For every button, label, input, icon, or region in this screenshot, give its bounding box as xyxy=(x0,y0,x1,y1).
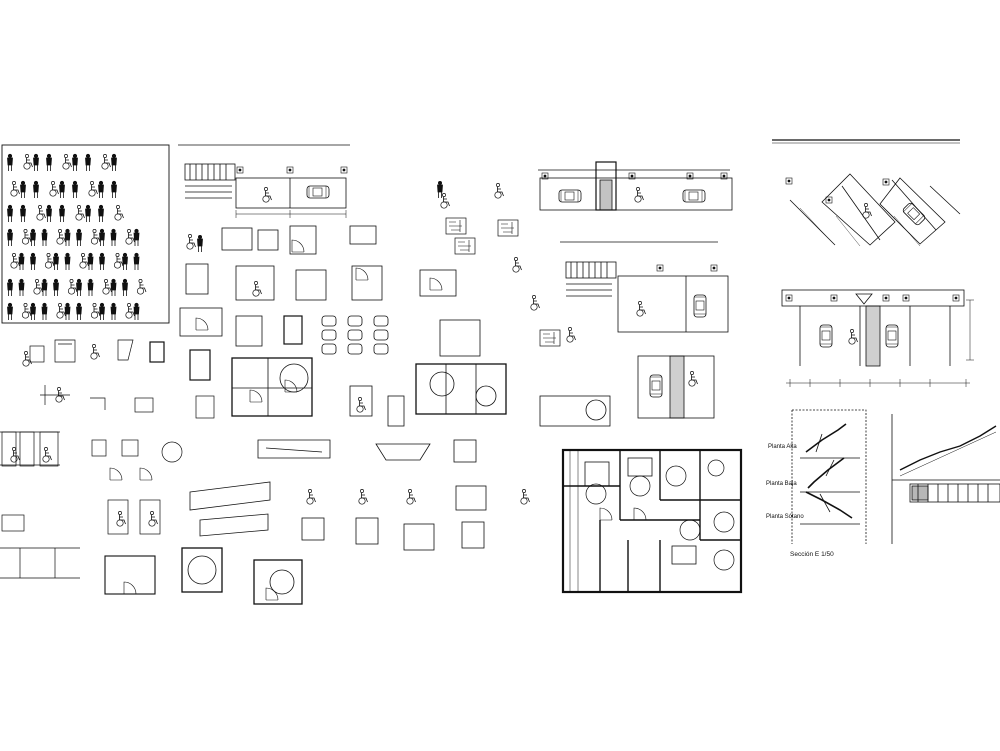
catalogue-figure xyxy=(21,228,32,245)
catalogue-figure xyxy=(87,278,94,297)
catalogue-figure xyxy=(67,278,78,295)
catalogue-figure xyxy=(98,180,104,199)
catalogue-figure xyxy=(7,153,13,172)
catalogue-figure xyxy=(125,302,135,319)
catalogue-figure xyxy=(64,302,71,321)
catalogue-figure xyxy=(113,252,124,269)
catalogue-figure xyxy=(99,228,105,247)
catalogue-figure xyxy=(20,204,26,223)
catalogue-figure xyxy=(64,252,71,271)
catalogue-figure xyxy=(76,228,82,247)
catalogue-figure xyxy=(85,153,91,172)
catalogue-figure xyxy=(18,278,25,297)
catalogue-figure xyxy=(41,228,48,247)
catalogue-figure xyxy=(53,278,59,297)
catalogue-figure xyxy=(75,204,85,221)
catalogue-figure xyxy=(59,204,65,223)
parking-section xyxy=(781,289,974,387)
catalogue-figure xyxy=(136,278,147,295)
catalogue-figure xyxy=(20,180,26,199)
chair-symbol xyxy=(321,343,337,355)
catalogue-figure xyxy=(33,278,43,295)
level-label-upper: Planta Alta xyxy=(768,444,797,450)
catalogue-figure xyxy=(88,180,98,197)
catalogue-figure xyxy=(7,204,13,223)
catalogue-figure xyxy=(49,180,59,197)
catalogue-figure xyxy=(110,228,117,247)
catalogue-figure xyxy=(133,228,140,247)
catalogue-figure xyxy=(85,204,91,223)
catalogue-figure xyxy=(18,252,25,271)
level-label-mid: Planta Baja xyxy=(766,481,797,487)
catalogue-figure xyxy=(114,204,124,221)
catalogue-figure xyxy=(79,252,89,269)
catalogue-figure xyxy=(33,153,39,172)
catalogue-figure xyxy=(30,228,36,247)
catalogue-figure xyxy=(111,153,117,172)
catalogue-figure xyxy=(7,278,13,297)
catalogue-figure xyxy=(33,180,39,199)
catalogue-figure xyxy=(64,228,71,247)
catalogue-figure xyxy=(76,302,82,321)
catalogue-figure xyxy=(87,252,94,271)
catalogue-figure xyxy=(21,302,32,319)
chair-symbol xyxy=(321,315,337,327)
catalogue-figure xyxy=(46,204,52,223)
catalogue-figure xyxy=(7,228,13,247)
stair-section xyxy=(791,409,1000,544)
catalogue-figure xyxy=(122,278,128,297)
catalogue-figure xyxy=(133,252,140,271)
chair-symbol xyxy=(373,343,389,355)
catalogue-figure xyxy=(110,278,117,297)
chair-symbol xyxy=(373,315,389,327)
catalogue-figure xyxy=(101,153,111,170)
catalogue-figure xyxy=(122,252,128,271)
catalogue-figure xyxy=(72,180,78,199)
catalogue-figure xyxy=(53,252,59,271)
left-details xyxy=(0,339,215,595)
catalogue-figure xyxy=(125,228,135,245)
catalogue-figure xyxy=(41,278,48,297)
ramp-elevation xyxy=(178,144,350,218)
section-caption: Sección E 1/50 xyxy=(790,551,834,558)
catalogue-figure xyxy=(7,302,13,321)
figures-catalogue xyxy=(1,144,170,324)
chair-symbol xyxy=(321,329,337,341)
catalogue-figure xyxy=(99,302,105,321)
catalogue-figure xyxy=(72,153,78,172)
catalogue-figure xyxy=(102,278,112,295)
chair-symbol xyxy=(347,343,363,355)
catalogue-figure xyxy=(10,252,20,269)
catalogue-figure xyxy=(46,153,52,172)
catalogue-figure xyxy=(90,228,101,245)
catalogue-figure xyxy=(56,302,66,319)
catalogue-figure xyxy=(76,278,82,297)
catalogue-figure xyxy=(90,302,101,319)
chair-symbol xyxy=(347,329,363,341)
catalogue-figure xyxy=(99,252,105,271)
parking-plans xyxy=(530,161,733,427)
catalogue-figure xyxy=(36,204,46,221)
chair-symbol xyxy=(347,315,363,327)
catalogue-figure xyxy=(23,153,33,170)
catalogue-figure xyxy=(44,252,55,269)
catalogue-figure xyxy=(30,302,36,321)
level-label-lower: Planta Sótano xyxy=(766,514,804,520)
catalogue-figure xyxy=(62,153,72,170)
angled-parking xyxy=(772,139,961,247)
catalogue-figure xyxy=(111,180,117,199)
catalogue-figure xyxy=(56,228,66,245)
floor-plan xyxy=(561,448,743,594)
catalogue-figure xyxy=(59,180,65,199)
chair-symbol xyxy=(373,329,389,341)
catalogue-figure xyxy=(10,180,20,197)
catalogue-figure xyxy=(110,302,117,321)
catalogue-figure xyxy=(133,302,140,321)
catalogue-figure xyxy=(98,204,104,223)
wc-plans-grid xyxy=(179,180,530,605)
catalogue-figure xyxy=(30,252,36,271)
catalogue-figure xyxy=(41,302,48,321)
